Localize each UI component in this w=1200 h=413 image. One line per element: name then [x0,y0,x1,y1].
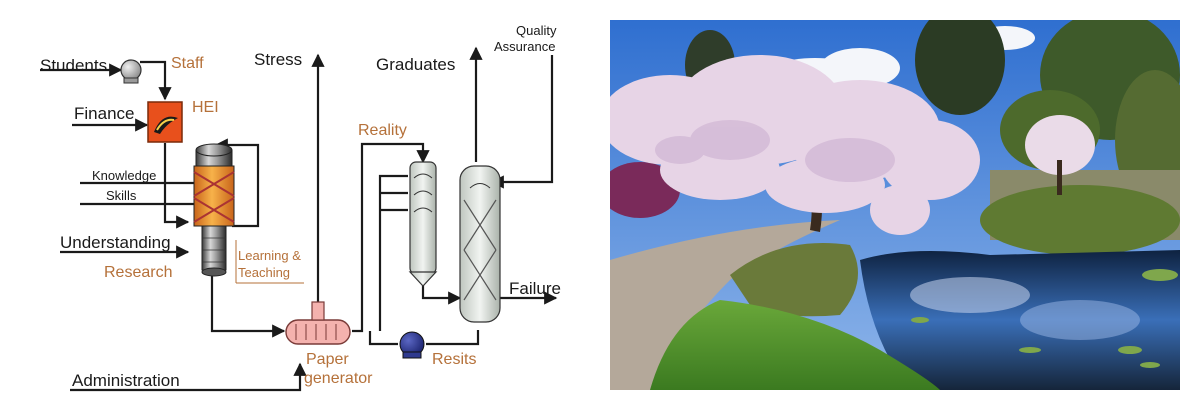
knowledge-label: Knowledge [92,168,156,183]
hei-furnace-icon [147,101,183,143]
failure-label: Failure [509,279,561,298]
second-cherry-tree [1025,115,1095,195]
stress-label: Stress [254,50,302,69]
reactor-recycle-loop [214,138,260,228]
hei-label: HEI [192,99,219,116]
understanding-label: Understanding [60,233,171,252]
reality-label: Reality [358,122,407,139]
tower-to-resits-pipe [426,330,480,346]
paper-generator-label-line1: Paper [306,351,349,368]
research-label: Research [104,264,172,281]
background-trees [685,20,1180,210]
resits-return-pipe [368,331,398,346]
learning-label-line2: Teaching [238,265,290,280]
quality-assurance-label-line2: Assurance [494,39,555,54]
students-pump-icon [120,59,142,84]
process-flow-diagram: Students Staff Finance HEI Knowledge Ski… [40,23,561,392]
reactor-to-exchanger-pipe [210,275,286,338]
students-label: Students [40,56,107,75]
cherry-blossom-garden-photo [610,20,1180,390]
qa-feed-pipe [490,55,554,189]
learning-label-line1: Learning & [238,248,301,263]
hei-to-reactor-pipe [163,143,190,229]
graduates-label: Graduates [376,55,455,74]
resits-pump-icon [399,331,425,359]
pump-to-hei-pipe [140,60,172,101]
main-tower-icon [459,165,501,323]
exchanger-to-reality-pipe [352,142,430,333]
resits-label: Resits [432,351,476,368]
quality-assurance-label-line1: Quality [516,23,557,38]
reactor-vessel-icon [193,143,235,277]
lily-pads [911,269,1178,368]
mossy-bank [730,243,858,317]
administration-label: Administration [72,371,180,390]
side-feed-1 [378,174,408,331]
stripper-to-tower-pipe [421,285,462,305]
skills-label: Skills [106,188,137,203]
lawn [650,300,940,390]
staff-label: Staff [171,55,204,72]
finance-label: Finance [74,104,134,123]
paper-generator-exchanger-icon [285,301,351,345]
administration-inflow [70,362,307,392]
stripper-column-icon [408,161,438,287]
paper-generator-label-line2: generator [304,370,373,387]
